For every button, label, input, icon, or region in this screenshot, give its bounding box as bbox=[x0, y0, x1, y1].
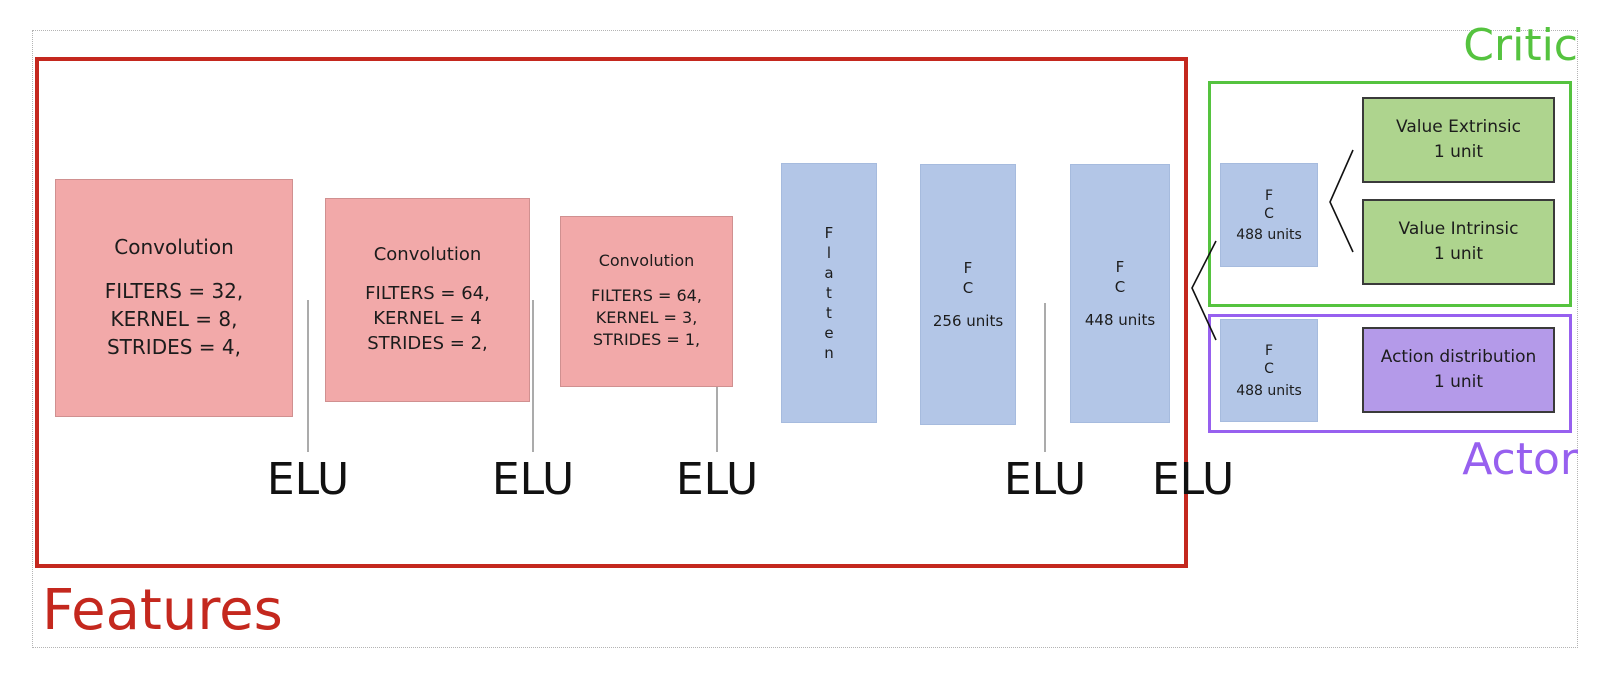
elu-label-3: ELU bbox=[675, 454, 759, 505]
flatten-layer-label: F l a t t e n bbox=[824, 224, 834, 362]
fc-layer-488-actor: F C 488 units bbox=[1220, 319, 1318, 422]
conv-layer-1-strides: STRIDES = 4, bbox=[106, 335, 241, 359]
critic-group-outline bbox=[1208, 81, 1572, 307]
action-distribution-title: Action distribution bbox=[1380, 346, 1537, 367]
fc-layer-488-critic: F C 488 units bbox=[1220, 163, 1318, 267]
value-extrinsic-units: 1 unit bbox=[1433, 142, 1484, 162]
fc-layer-256: F C 256 units bbox=[920, 164, 1016, 425]
conv-layer-1-kernel: KERNEL = 8, bbox=[110, 307, 238, 331]
conv-layer-3-params: FILTERS = 64, KERNEL = 3, STRIDES = 1, bbox=[591, 285, 702, 352]
value-intrinsic-units: 1 unit bbox=[1433, 244, 1484, 264]
conv-layer-2-params: FILTERS = 64, KERNEL = 4 STRIDES = 2, bbox=[365, 281, 490, 357]
fc-layer-448: F C 448 units bbox=[1070, 164, 1170, 423]
conv-layer-1-filters: FILTERS = 32, bbox=[104, 279, 244, 303]
fc-layer-256-label: F C bbox=[962, 259, 974, 297]
conv-layer-1-params: FILTERS = 32, KERNEL = 8, STRIDES = 4, bbox=[105, 277, 244, 361]
conv-layer-2-kernel: KERNEL = 4 bbox=[373, 308, 482, 329]
conv-layer-1-title: Convolution bbox=[114, 235, 234, 259]
elu-label-2: ELU bbox=[491, 454, 575, 505]
critic-group-label: Critic bbox=[1463, 20, 1578, 71]
connector-conv1-conv2 bbox=[307, 300, 309, 452]
elu-label-5: ELU bbox=[1151, 454, 1235, 505]
connector-fc256-fc448 bbox=[1044, 303, 1046, 452]
value-extrinsic-title: Value Extrinsic bbox=[1396, 116, 1521, 137]
fc-layer-488-critic-label: F C bbox=[1264, 187, 1274, 222]
fc-layer-448-label: F C bbox=[1114, 258, 1126, 296]
fc-layer-488-critic-units: 488 units bbox=[1236, 227, 1302, 244]
connector-conv2-conv3 bbox=[532, 300, 534, 452]
action-distribution-box: Action distribution 1 unit bbox=[1362, 327, 1555, 413]
fc-layer-488-actor-units: 488 units bbox=[1236, 382, 1302, 399]
conv-layer-3-filters: FILTERS = 64, bbox=[591, 285, 702, 305]
elu-label-1: ELU bbox=[266, 454, 350, 505]
conv-layer-3: Convolution FILTERS = 64, KERNEL = 3, ST… bbox=[560, 216, 733, 387]
conv-layer-3-strides: STRIDES = 1, bbox=[592, 330, 701, 350]
conv-layer-3-kernel: KERNEL = 3, bbox=[595, 308, 698, 327]
value-intrinsic-box: Value Intrinsic 1 unit bbox=[1362, 199, 1555, 285]
fc-layer-256-units: 256 units bbox=[932, 311, 1004, 330]
fc-layer-448-units: 448 units bbox=[1084, 310, 1156, 329]
fc-layer-488-actor-label: F C bbox=[1264, 343, 1274, 378]
elu-label-4: ELU bbox=[1003, 454, 1087, 505]
value-intrinsic-title: Value Intrinsic bbox=[1398, 218, 1519, 239]
conv-layer-2-strides: STRIDES = 2, bbox=[367, 333, 488, 355]
conv-layer-3-title: Convolution bbox=[598, 251, 695, 271]
conv-layer-2-filters: FILTERS = 64, bbox=[365, 282, 490, 304]
action-distribution-units: 1 unit bbox=[1433, 372, 1484, 392]
actor-group-outline bbox=[1208, 314, 1572, 433]
features-group-label: Features bbox=[42, 578, 283, 643]
conv-layer-1: Convolution FILTERS = 32, KERNEL = 8, ST… bbox=[55, 179, 293, 417]
diagram-outer-border bbox=[32, 30, 1578, 648]
conv-layer-2: Convolution FILTERS = 64, KERNEL = 4 STR… bbox=[325, 198, 530, 402]
actor-group-label: Actor bbox=[1462, 434, 1578, 485]
features-group-outline bbox=[35, 57, 1188, 568]
conv-layer-2-title: Convolution bbox=[373, 243, 482, 265]
flatten-layer: F l a t t e n bbox=[781, 163, 877, 423]
value-extrinsic-box: Value Extrinsic 1 unit bbox=[1362, 97, 1555, 183]
